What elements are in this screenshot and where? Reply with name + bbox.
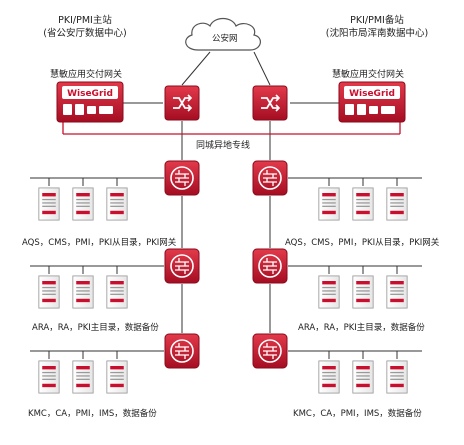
left-server-icon — [72, 187, 94, 221]
right-server-icon — [386, 275, 408, 309]
right-row-3-label: KMC，CA，PMI，IMS，数据备份 — [293, 409, 422, 419]
backup-site-header: PKI/PMI备站 (沈阳市局浑南数据中心) — [302, 14, 452, 40]
left-server-icon — [106, 275, 128, 309]
right-server-icon — [386, 360, 408, 394]
left-server-icon — [72, 275, 94, 309]
dedicated-line-label: 同城异地专线 — [196, 141, 251, 151]
left-row-2-label: ARA，RA，PKI主目录，数据备份 — [32, 323, 159, 333]
left-server-icon — [38, 187, 60, 221]
backup-router-icon — [252, 85, 288, 121]
left-firewall-2-icon — [164, 248, 200, 284]
left-row-3-label: KMC，CA，PMI，IMS，数据备份 — [28, 409, 157, 419]
left-firewall-1-icon — [164, 160, 200, 196]
left-row-1-label: AQS，CMS，PMI，PKI从目录，PKI网关 — [22, 238, 177, 248]
cloud-label: 公安网 — [212, 34, 238, 44]
backup-gateway-label: 慧敏应用交付网关 — [332, 70, 405, 80]
right-server-icon — [318, 275, 340, 309]
server-groups — [38, 178, 408, 394]
right-row-1-label: AQS，CMS，PMI，PKI从目录，PKI网关 — [285, 238, 440, 248]
right-firewall-3-icon — [252, 333, 288, 369]
primary-site-subtitle: (省公安厅数据中心) — [43, 28, 127, 39]
primary-router-icon — [164, 85, 200, 121]
connection-lines — [30, 51, 422, 352]
right-server-icon — [318, 187, 340, 221]
left-server-icon — [38, 360, 60, 394]
right-firewall-2-icon — [252, 248, 288, 284]
right-server-icon — [318, 360, 340, 394]
primary-gateway-brand: WiseGrid — [67, 89, 113, 99]
right-row-2-label: ARA，RA，PKI主目录，数据备份 — [298, 323, 425, 333]
right-server-icon — [352, 275, 374, 309]
primary-site-title: PKI/PMI主站 — [58, 15, 112, 26]
right-firewall-1-icon — [252, 160, 288, 196]
backup-site-title: PKI/PMI备站 — [350, 15, 404, 26]
left-server-icon — [106, 360, 128, 394]
left-server-icon — [38, 275, 60, 309]
left-server-icon — [106, 187, 128, 221]
primary-gateway-icon: WiseGrid — [56, 81, 124, 123]
cloud-icon — [185, 17, 261, 51]
backup-site-subtitle: (沈阳市局浑南数据中心) — [325, 28, 429, 39]
primary-site-header: PKI/PMI主站 (省公安厅数据中心) — [20, 14, 150, 40]
right-server-icon — [352, 187, 374, 221]
left-firewall-3-icon — [164, 333, 200, 369]
right-server-icon — [352, 360, 374, 394]
primary-gateway-label: 慧敏应用交付网关 — [50, 70, 123, 80]
left-server-icon — [72, 360, 94, 394]
backup-gateway-icon: WiseGrid — [338, 81, 406, 123]
backup-gateway-brand: WiseGrid — [349, 89, 395, 99]
right-server-icon — [386, 187, 408, 221]
